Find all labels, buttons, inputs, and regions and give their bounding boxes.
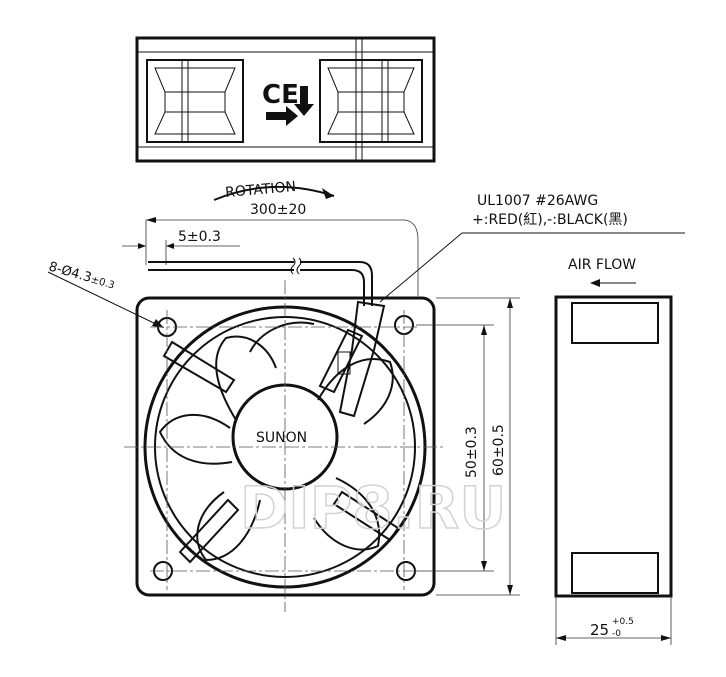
rotation-label: ROTATION (225, 179, 297, 201)
thickness-tol-upper: +0.5 (612, 617, 634, 627)
strip-length: 5±0.3 (178, 229, 221, 245)
side-view: AIR FLOW 25 +0.5 -0 (554, 257, 673, 645)
thickness-base: 25 (590, 621, 609, 639)
top-view: CE (135, 36, 436, 163)
wire-colors: +:RED(紅),-:BLACK(黑) (472, 212, 628, 228)
arrow-right-icon (266, 106, 298, 126)
rotation-annotation: ROTATION 300±20 (213, 179, 335, 218)
frame-size: 60±0.5 (491, 424, 507, 476)
hole-spec: 8-Ø4.3±0.3 (47, 259, 164, 328)
rotation-value: 300±20 (250, 202, 306, 218)
front-view: SUNON (124, 280, 446, 612)
hole-pitch: 50±0.3 (464, 426, 480, 478)
wire-spec: UL1007 #26AWG (477, 193, 598, 209)
thickness-tol-lower: -0 (612, 629, 621, 639)
arrow-down-icon (294, 86, 314, 116)
lead-dimensions: 5±0.3 (122, 217, 419, 306)
watermark: DIP8.RU (240, 474, 506, 542)
brand-label: SUNON (256, 430, 307, 446)
ce-mark: CE (262, 80, 299, 110)
wire-annotation: UL1007 #26AWG +:RED(紅),-:BLACK(黑) (379, 193, 685, 303)
air-flow-label: AIR FLOW (568, 257, 636, 273)
height-dimensions: 50±0.3 60±0.5 (416, 297, 520, 596)
